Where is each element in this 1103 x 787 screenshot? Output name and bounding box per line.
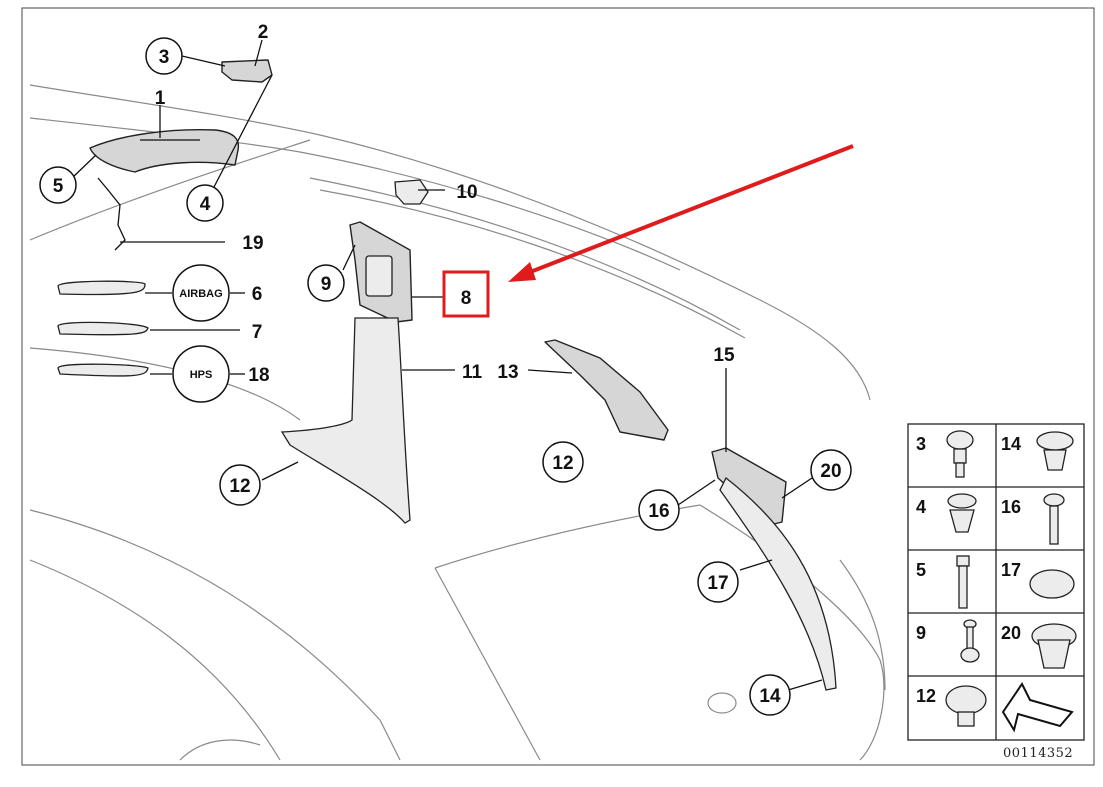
svg-text:4: 4 (200, 194, 211, 215)
legend-label-14: 14 (1001, 434, 1021, 454)
callout-12-right: 12 (542, 441, 584, 483)
fastener-16-icon (1043, 493, 1065, 545)
callout-5: 5 (39, 166, 77, 204)
part-1-console (89, 128, 240, 173)
callout-13: 13 (497, 362, 518, 383)
fastener-4-icon (947, 493, 977, 533)
callout-6: 6 (252, 284, 263, 305)
fastener-14-icon (1036, 431, 1074, 471)
callout-2: 2 (258, 22, 269, 43)
part-17-rear-trim (719, 476, 837, 691)
callout-14: 14 (749, 674, 791, 716)
svg-text:16: 16 (648, 501, 669, 522)
callout-4: 4 (186, 184, 224, 222)
svg-text:17: 17 (707, 573, 728, 594)
fastener-3-icon (946, 430, 974, 478)
callout-10: 10 (456, 182, 477, 203)
callout-16: 16 (638, 489, 680, 531)
callout-3: 3 (145, 37, 183, 75)
fastener-legend: 3 14 4 16 5 17 9 20 12 (907, 423, 1085, 741)
callout-17: 17 (697, 561, 739, 603)
legend-label-9: 9 (916, 623, 926, 643)
callout-1: 1 (155, 88, 166, 109)
svg-text:8: 8 (461, 288, 472, 309)
part-2-clip (221, 59, 273, 83)
belt-height-adjuster (365, 255, 393, 297)
catalog-number: 00114352 (1003, 746, 1073, 761)
arrow-icon (1001, 682, 1074, 733)
part-7-trim (57, 321, 149, 336)
diagram-frame (21, 7, 1095, 766)
callout-8-highlight: 8 (442, 270, 490, 318)
legend-label-5: 5 (916, 560, 926, 580)
svg-text:12: 12 (229, 476, 250, 497)
part-13-c-pillar (544, 339, 669, 441)
callout-11: 11 (462, 362, 483, 383)
callout-18: 18 (248, 365, 269, 386)
svg-text:AIRBAG: AIRBAG (179, 288, 222, 300)
svg-text:12: 12 (552, 453, 573, 474)
svg-text:3: 3 (159, 47, 170, 68)
part-19-cable (97, 177, 126, 251)
legend-label-12: 12 (916, 686, 936, 706)
leader-lines (71, 39, 823, 691)
svg-text:HPS: HPS (190, 369, 213, 381)
part-6-trim (57, 280, 146, 296)
svg-text:20: 20 (820, 461, 841, 482)
svg-text:5: 5 (53, 176, 64, 197)
part-10-clip (394, 179, 429, 205)
callout-19: 19 (242, 233, 263, 254)
callout-15: 15 (713, 345, 735, 366)
part-18-trim (57, 363, 149, 377)
fastener-17-icon (1029, 569, 1075, 599)
callout-20: 20 (810, 449, 852, 491)
legend-label-16: 16 (1001, 497, 1021, 517)
callout-9: 9 (307, 264, 345, 302)
part-11-b-pillar-lower (280, 317, 411, 524)
svg-text:9: 9 (321, 274, 332, 295)
red-arrow (508, 144, 854, 282)
hps-badge: HPS (172, 345, 230, 403)
callout-12-left: 12 (219, 464, 261, 506)
fastener-9-icon (960, 619, 980, 663)
fastener-20-icon (1031, 623, 1077, 669)
fastener-12-icon (945, 685, 987, 727)
legend-label-17: 17 (1001, 560, 1021, 580)
svg-text:14: 14 (759, 686, 781, 707)
callout-7: 7 (252, 322, 263, 343)
fastener-5-icon (956, 555, 970, 609)
legend-label-3: 3 (916, 434, 926, 454)
airbag-badge: AIRBAG (172, 264, 230, 322)
legend-label-4: 4 (916, 497, 926, 517)
legend-label-20: 20 (1001, 623, 1021, 643)
